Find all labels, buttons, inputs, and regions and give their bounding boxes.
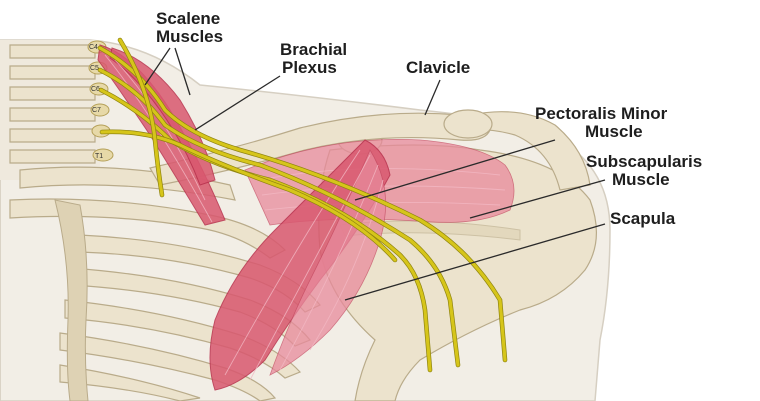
label-pectoralis-line1: Pectoralis Minor	[535, 104, 668, 123]
vertebra-label: T1	[95, 153, 103, 160]
label-subscap-line2: Muscle	[612, 170, 670, 189]
label-brachial-line2: Plexus	[282, 58, 337, 77]
label-scalene-line2: Muscles	[156, 27, 223, 46]
cervical-spine: C4 C5 C6 C7 T1	[0, 40, 113, 180]
vertebra-label: C7	[92, 107, 101, 114]
leader-clavicle	[425, 80, 440, 115]
label-pectoralis-line2: Muscle	[585, 122, 643, 141]
label-subscap-line1: Subscapularis	[586, 152, 702, 171]
label-scalene-line1: Scalene	[156, 9, 220, 28]
vertebra-label: C4	[89, 44, 98, 51]
label-clavicle: Clavicle	[406, 58, 470, 77]
vertebra-label: C6	[91, 86, 100, 93]
label-scapula: Scapula	[610, 209, 676, 228]
vertebra-label: C5	[90, 65, 99, 72]
label-brachial-line1: Brachial	[280, 40, 347, 59]
